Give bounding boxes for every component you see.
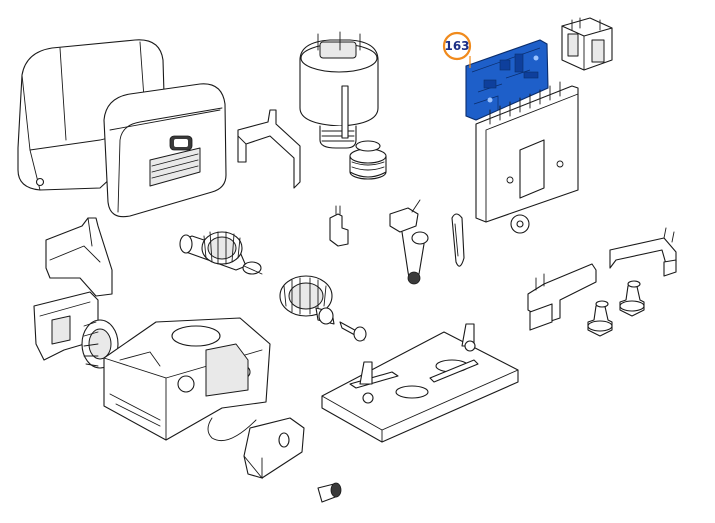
release-lever-cover[interactable]	[45, 217, 113, 297]
limit-switch-connector[interactable]	[329, 205, 349, 247]
drive-belt[interactable]	[451, 213, 465, 267]
callout-163[interactable]: 163	[442, 31, 472, 68]
limit-bracket-right[interactable]	[609, 227, 677, 277]
transformer[interactable]	[561, 17, 613, 71]
motor-capacitor[interactable]	[299, 31, 379, 149]
limit-bracket-left[interactable]	[527, 263, 597, 331]
release-key-cable[interactable]	[207, 417, 305, 480]
drive-shaft-gear-upper[interactable]	[179, 231, 263, 275]
control-board-163[interactable]	[465, 39, 549, 121]
encoder-belt-assembly[interactable]	[389, 199, 429, 285]
anchor-bolt-left[interactable]	[587, 300, 613, 337]
anchor-bolt-right[interactable]	[619, 280, 645, 317]
spring-spool[interactable]	[349, 140, 387, 180]
callout-163-label: 163	[444, 39, 469, 53]
front-cover[interactable]	[103, 83, 227, 218]
release-key[interactable]	[317, 482, 342, 503]
gearbox-housing[interactable]	[103, 317, 271, 441]
drive-gear-lower[interactable]	[279, 275, 335, 325]
foundation-plate[interactable]	[321, 323, 519, 443]
mounting-plate[interactable]	[475, 81, 579, 234]
bracket-clip[interactable]	[237, 109, 301, 189]
drive-pinion-pin[interactable]	[339, 321, 367, 342]
